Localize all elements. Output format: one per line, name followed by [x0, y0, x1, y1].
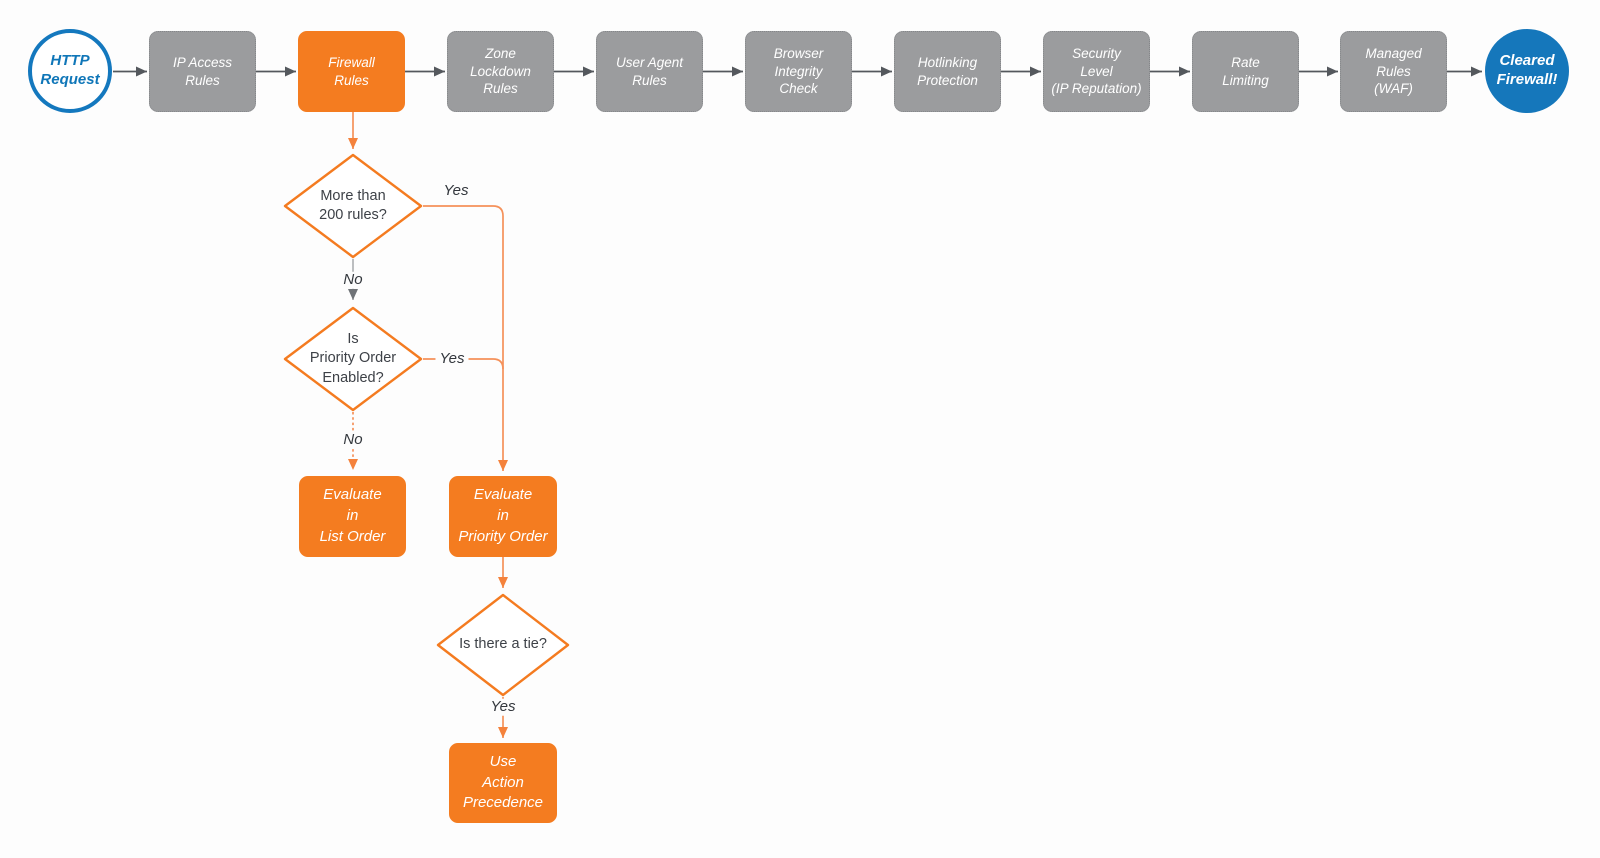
process-security-level-ip-reputation: Security Level (IP Reputation) — [1043, 31, 1150, 112]
decision-label: Is there a tie? — [459, 636, 547, 653]
edge-label-yes-priority-enabled: Yes — [435, 350, 469, 368]
action-evaluate-in-priority-order: Evaluate in Priority Order — [449, 476, 557, 557]
decision-priority-order-enabled: Is Priority Order Enabled? — [283, 306, 423, 412]
start-node-http-request: HTTP Request — [28, 29, 112, 113]
end-node-cleared-firewall: Cleared Firewall! — [1485, 29, 1569, 113]
process-rate-limiting: Rate Limiting — [1192, 31, 1299, 112]
diamond-shape — [436, 593, 570, 697]
process-zone-lockdown-rules: Zone Lockdown Rules — [447, 31, 554, 112]
diamond-shape — [283, 306, 423, 412]
process-browser-integrity-check: Browser Integrity Check — [745, 31, 852, 112]
process-hotlinking-protection: Hotlinking Protection — [894, 31, 1001, 112]
decision-is-there-a-tie: Is there a tie? — [436, 593, 570, 697]
process-user-agent-rules: User Agent Rules — [596, 31, 703, 112]
decision-more-than-200-rules: More than 200 rules? — [283, 153, 423, 259]
process-ip-access-rules: IP Access Rules — [149, 31, 256, 112]
diamond-shape — [283, 153, 423, 259]
edge-label-yes-200-rules: Yes — [443, 181, 469, 199]
edge-label-no-200-rules: No — [339, 271, 367, 289]
action-use-action-precedence: Use Action Precedence — [449, 743, 557, 823]
connector-decision-200-rules-yes — [423, 205, 508, 471]
decision-label: Is Priority Order Enabled? — [309, 331, 397, 386]
process-firewall-rules: Firewall Rules — [298, 31, 405, 112]
action-evaluate-in-list-order: Evaluate in List Order — [299, 476, 406, 557]
edge-label-yes-tie: Yes — [486, 698, 520, 716]
edge-label-no-priority-enabled: No — [339, 431, 367, 449]
decision-label: More than 200 rules? — [319, 187, 387, 223]
process-managed-rules-waf: Managed Rules (WAF) — [1340, 31, 1447, 112]
